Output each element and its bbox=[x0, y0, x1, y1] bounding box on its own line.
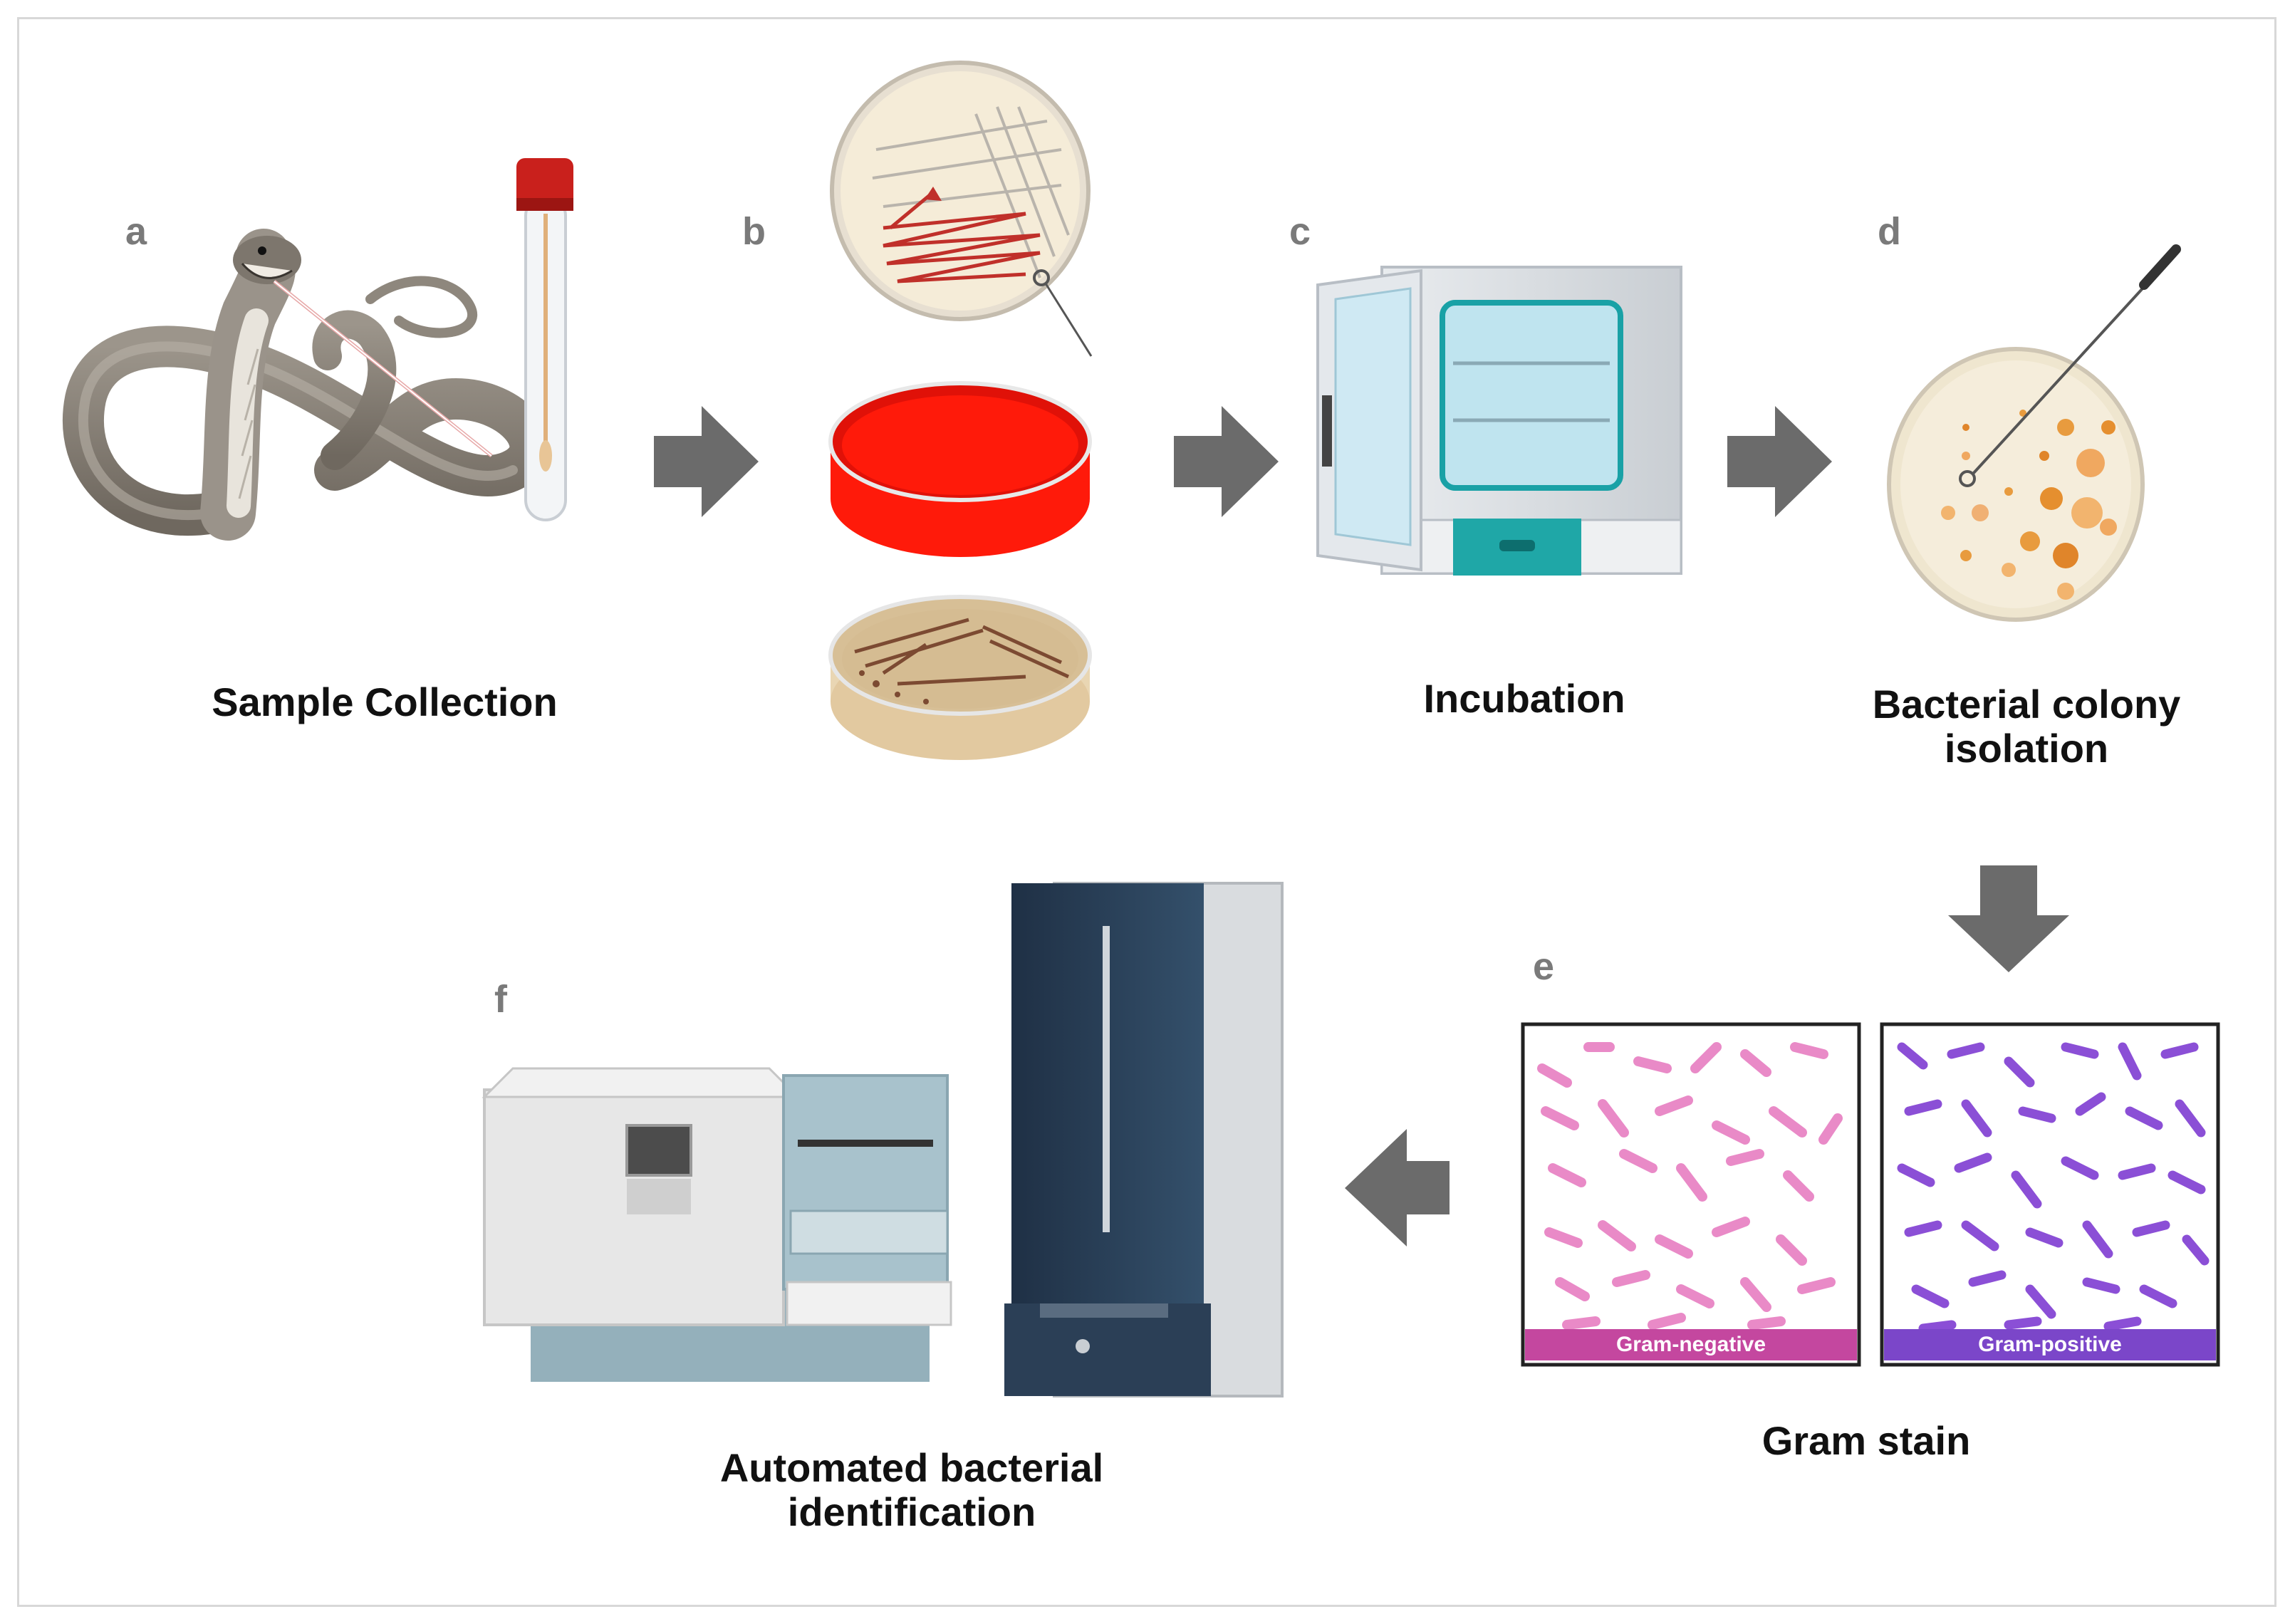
gram-negative-label: Gram-negative bbox=[1525, 1329, 1857, 1360]
step-letter-e: e bbox=[1533, 945, 1555, 988]
analyzer-instrument bbox=[482, 1067, 952, 1382]
blood-agar-plate bbox=[828, 381, 1092, 557]
arrow-b-to-c bbox=[1174, 406, 1279, 517]
arrow-a-to-b bbox=[654, 406, 759, 517]
step-letter-d: d bbox=[1878, 210, 1901, 253]
caption-automated-identification: Automated bacterial identification bbox=[641, 1446, 1182, 1534]
chocolate-agar-plate bbox=[828, 595, 1092, 760]
snake-illustration bbox=[62, 229, 551, 541]
mass-spectrometer-instrument bbox=[1004, 882, 1284, 1397]
gram-positive-panel bbox=[1880, 1022, 2220, 1367]
arrow-c-to-d bbox=[1727, 406, 1832, 517]
figure-border bbox=[17, 17, 2276, 1607]
arrow-d-to-e bbox=[1948, 865, 2069, 972]
caption-automated-identification-line1: Automated bacterial bbox=[719, 1445, 1104, 1490]
step-letter-b: b bbox=[742, 210, 766, 253]
colony-plate-illustration bbox=[1887, 244, 2181, 622]
step-letter-c: c bbox=[1289, 210, 1311, 253]
caption-colony-isolation-line2: isolation bbox=[1944, 726, 2109, 771]
caption-incubation: Incubation bbox=[1423, 676, 1625, 721]
step-letter-a: a bbox=[125, 210, 147, 253]
caption-colony-isolation-line1: Bacterial colony bbox=[1872, 682, 2181, 727]
swab-tube-illustration bbox=[516, 158, 573, 521]
caption-gram-stain: Gram stain bbox=[1761, 1418, 1971, 1463]
gram-negative-panel bbox=[1521, 1022, 1861, 1367]
arrow-e-to-f bbox=[1345, 1129, 1450, 1246]
caption-automated-identification-line2: identification bbox=[787, 1489, 1036, 1534]
incubator-illustration bbox=[1316, 266, 1682, 576]
step-letter-f: f bbox=[494, 978, 507, 1021]
caption-colony-isolation: Bacterial colony isolation bbox=[1823, 682, 2229, 771]
gram-positive-label: Gram-positive bbox=[1884, 1329, 2216, 1360]
streak-plate bbox=[830, 61, 1093, 357]
caption-sample-collection: Sample Collection bbox=[212, 680, 558, 724]
